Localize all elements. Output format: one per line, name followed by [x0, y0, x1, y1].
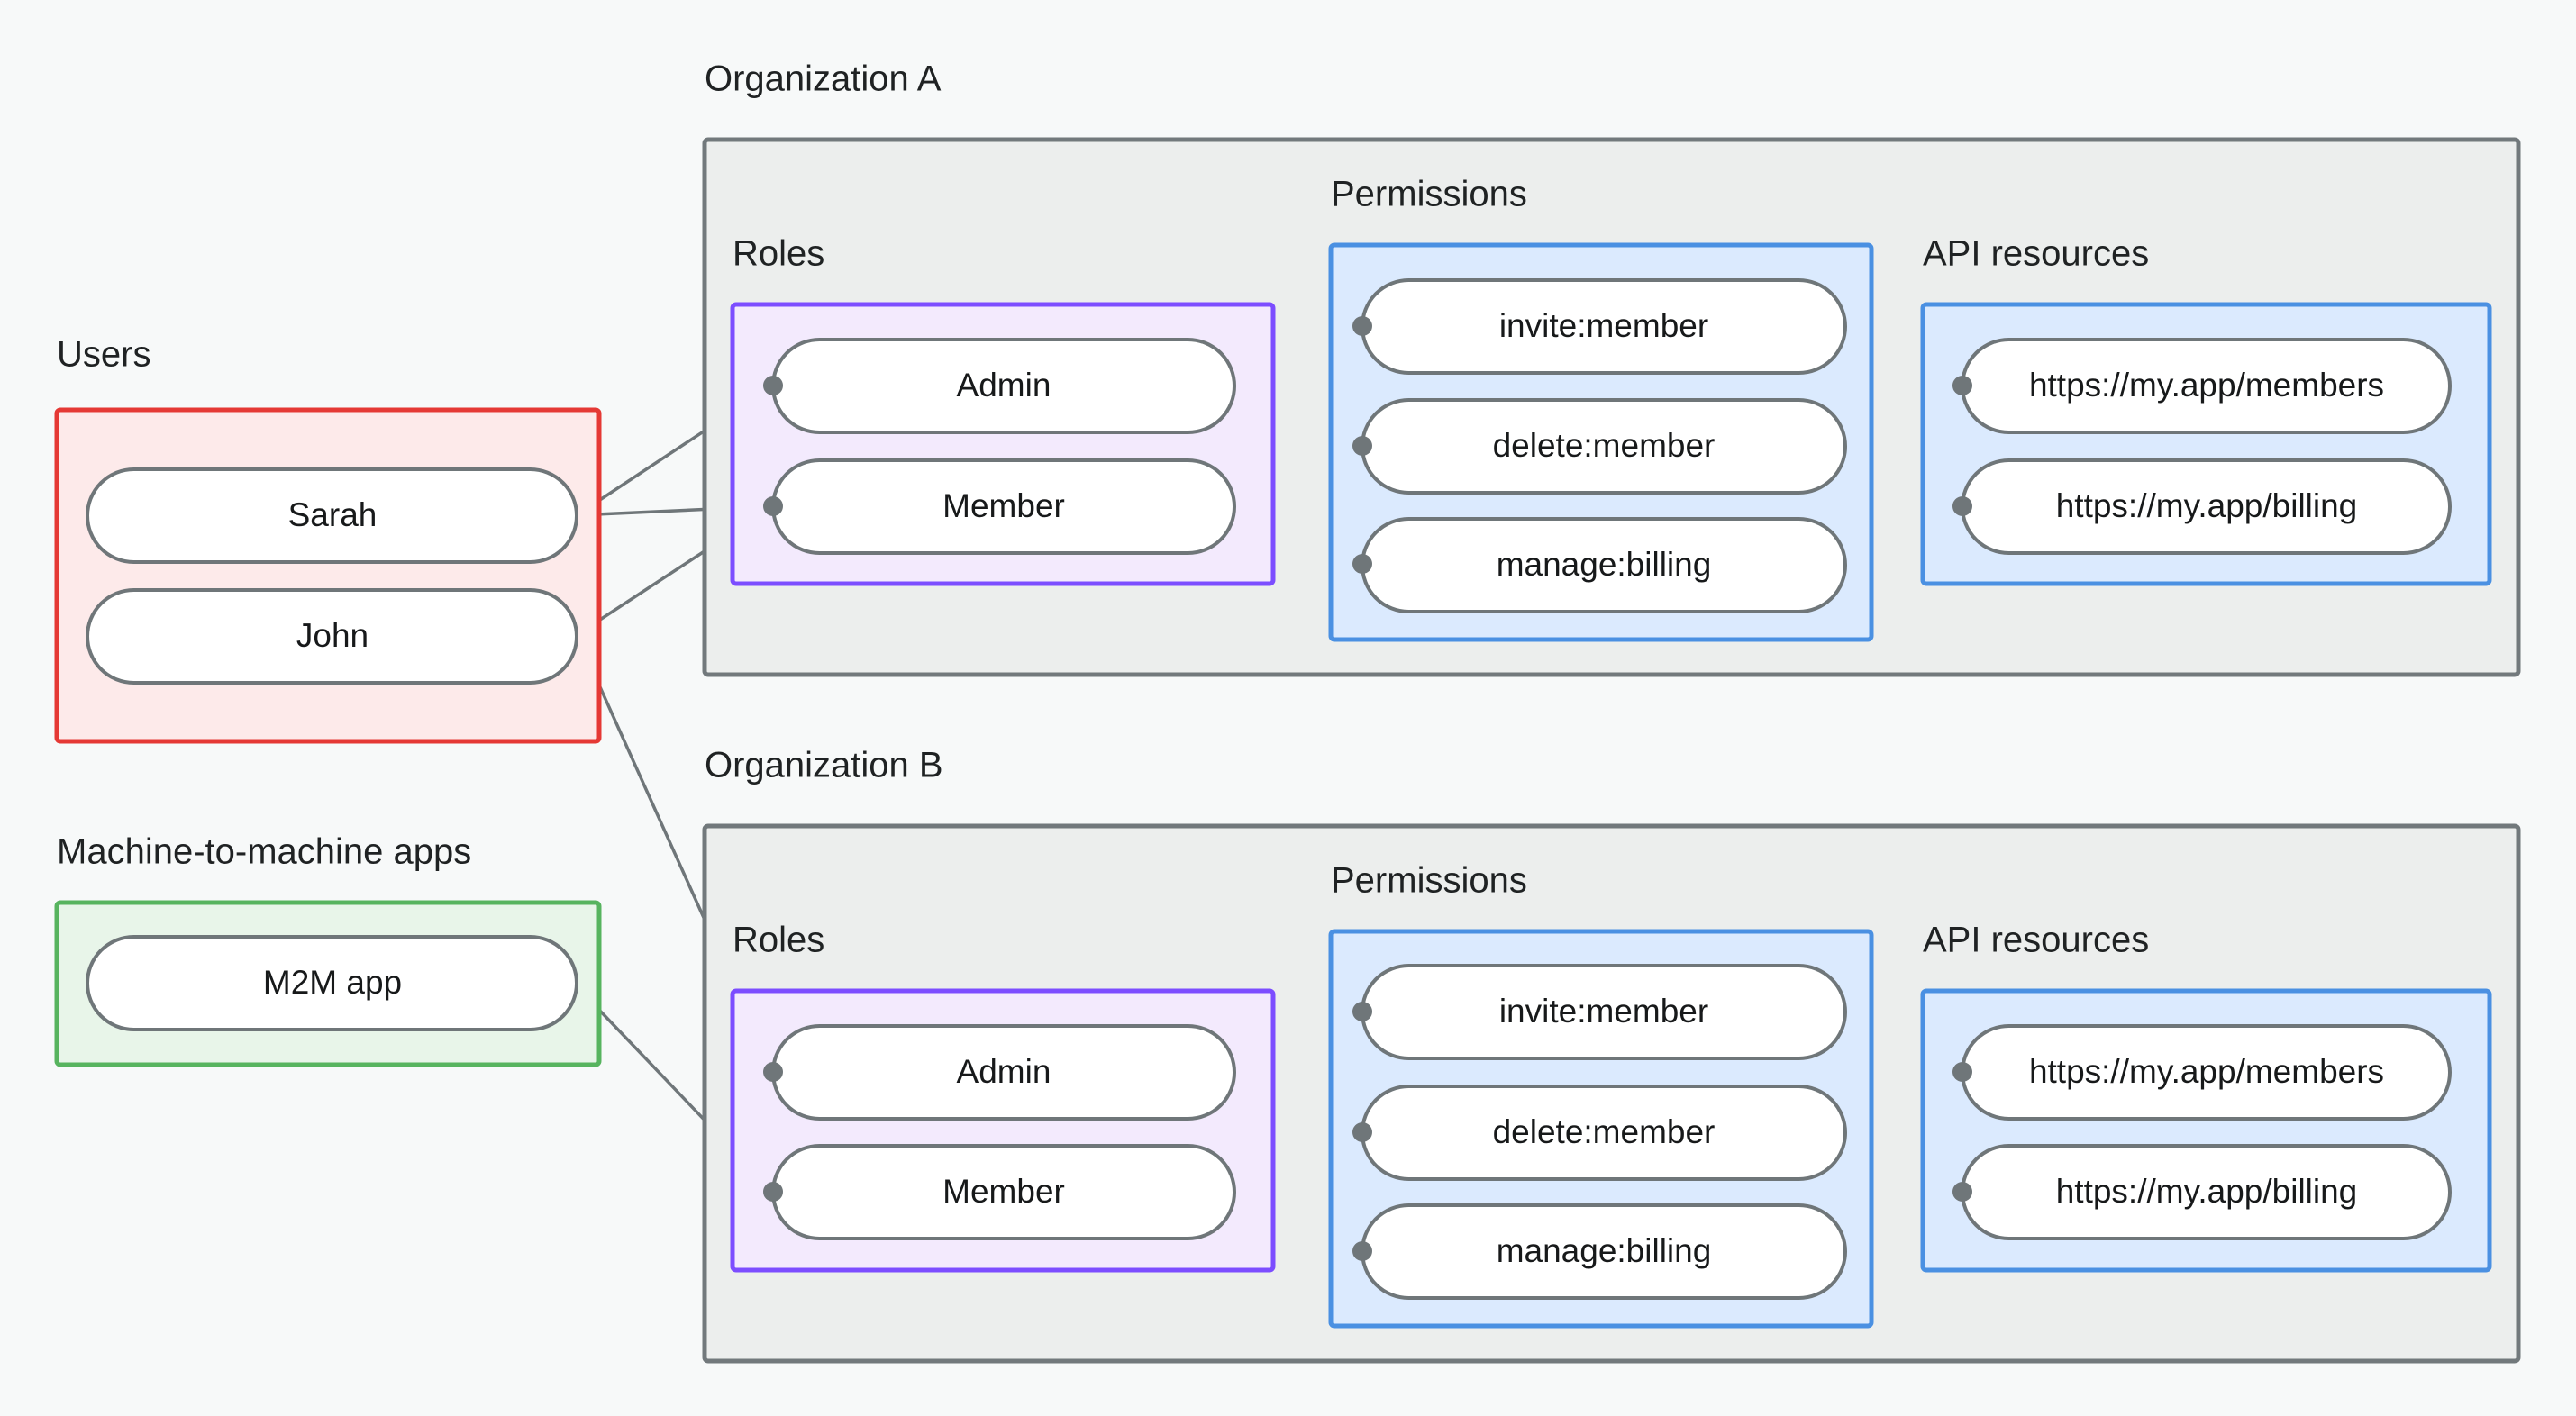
endpoint-dot-orgA-member-left: [763, 496, 783, 516]
m2m-apps-group[interactable]: Machine-to-machine apps M2M app: [54, 832, 602, 1067]
endpoint-dot-orgA-delete-left: [1352, 436, 1372, 456]
orgA-permissions-title: Permissions: [1331, 175, 1527, 214]
endpoint-dot-orgB-billing-left: [1352, 1241, 1372, 1261]
orgA-role-member[interactable]: Member: [771, 458, 1236, 555]
orgB-permission-invite-member[interactable]: invite:member: [1361, 964, 1847, 1060]
orgB-api-resource-billing-label: https://my.app/billing: [2056, 1173, 2358, 1210]
orgA-api-resource-members-label: https://my.app/members: [2029, 367, 2384, 404]
orgB-api-resource-billing[interactable]: https://my.app/billing: [1961, 1144, 2452, 1240]
endpoint-dot-orgA-billing-left: [1352, 554, 1372, 574]
orgA-permission-delete-member[interactable]: delete:member: [1361, 398, 1847, 495]
user-john-pill[interactable]: [86, 588, 578, 685]
orgB-permission-invite-member-label: invite:member: [1499, 993, 1708, 1030]
orgA-permission-invite-member-label: invite:member: [1499, 307, 1708, 344]
user-sarah[interactable]: Sarah: [86, 467, 578, 564]
endpoint-dot-orgA-admin-left: [763, 376, 783, 395]
connector-endpoint-dots: [763, 316, 1972, 1261]
user-john-label: John: [296, 617, 369, 654]
users-container[interactable]: [54, 407, 602, 744]
orgB-role-admin[interactable]: Admin: [771, 1024, 1236, 1121]
user-sarah-label: Sarah: [288, 496, 378, 533]
orgB-permission-manage-billing[interactable]: manage:billing: [1361, 1203, 1847, 1300]
orgA-permission-manage-billing[interactable]: manage:billing: [1361, 517, 1847, 613]
endpoint-dot-orgB-admin-left: [763, 1062, 783, 1082]
users-title: Users: [57, 335, 150, 375]
endpoint-dot-orgA-billing-api-left: [1952, 496, 1972, 516]
organization-a-group[interactable]: Organization A Roles Admin Member Permis…: [702, 59, 2521, 677]
orgA-api-resources-title: API resources: [1923, 234, 2149, 274]
organization-b-title: Organization B: [705, 746, 943, 785]
users-group[interactable]: Users Sarah John: [54, 335, 602, 744]
m2m-app-label: M2M app: [263, 964, 402, 1001]
orgA-role-admin-label: Admin: [957, 367, 1051, 404]
endpoint-dot-orgA-invite-left: [1352, 316, 1372, 336]
orgA-api-resource-billing-label: https://my.app/billing: [2056, 487, 2358, 524]
orgB-permissions-title: Permissions: [1331, 861, 1527, 901]
orgA-api-resource-billing[interactable]: https://my.app/billing: [1961, 458, 2452, 555]
endpoint-dot-orgB-member-left: [763, 1182, 783, 1202]
orgA-role-admin[interactable]: Admin: [771, 338, 1236, 434]
orgA-permission-manage-billing-label: manage:billing: [1497, 546, 1712, 583]
orgB-role-member[interactable]: Member: [771, 1144, 1236, 1240]
orgB-permission-manage-billing-label: manage:billing: [1497, 1232, 1712, 1269]
orgB-api-resource-members-label: https://my.app/members: [2029, 1053, 2384, 1090]
m2m-apps-title: Machine-to-machine apps: [57, 832, 471, 872]
orgB-role-admin-label: Admin: [957, 1053, 1051, 1090]
endpoint-dot-orgB-billing-api-left: [1952, 1182, 1972, 1202]
orgB-permission-delete-member[interactable]: delete:member: [1361, 1085, 1847, 1181]
orgB-api-resource-members[interactable]: https://my.app/members: [1961, 1024, 2452, 1121]
user-sarah-pill[interactable]: [86, 467, 578, 564]
orgA-roles-title: Roles: [733, 234, 824, 274]
orgB-permission-delete-member-label: delete:member: [1493, 1113, 1716, 1150]
orgA-permission-invite-member[interactable]: invite:member: [1361, 278, 1847, 375]
orgA-permission-delete-member-label: delete:member: [1493, 427, 1716, 464]
orgA-role-member-label: Member: [942, 487, 1065, 524]
organization-a-title: Organization A: [705, 59, 942, 99]
endpoint-dot-orgA-members-api-left: [1952, 376, 1972, 395]
organization-b-group[interactable]: Organization B Roles Admin Member Permis…: [702, 746, 2521, 1364]
endpoint-dot-orgB-delete-left: [1352, 1122, 1372, 1142]
orgB-role-member-label: Member: [942, 1173, 1065, 1210]
orgA-api-resource-members[interactable]: https://my.app/members: [1961, 338, 2452, 434]
user-john[interactable]: John: [86, 588, 578, 685]
endpoint-dot-orgB-members-api-left: [1952, 1062, 1972, 1082]
orgB-api-resources-title: API resources: [1923, 921, 2149, 960]
m2m-app-node[interactable]: M2M app: [86, 935, 578, 1031]
endpoint-dot-orgB-invite-left: [1352, 1002, 1372, 1021]
m2m-app-pill[interactable]: [86, 935, 578, 1031]
orgB-roles-title: Roles: [733, 921, 824, 960]
